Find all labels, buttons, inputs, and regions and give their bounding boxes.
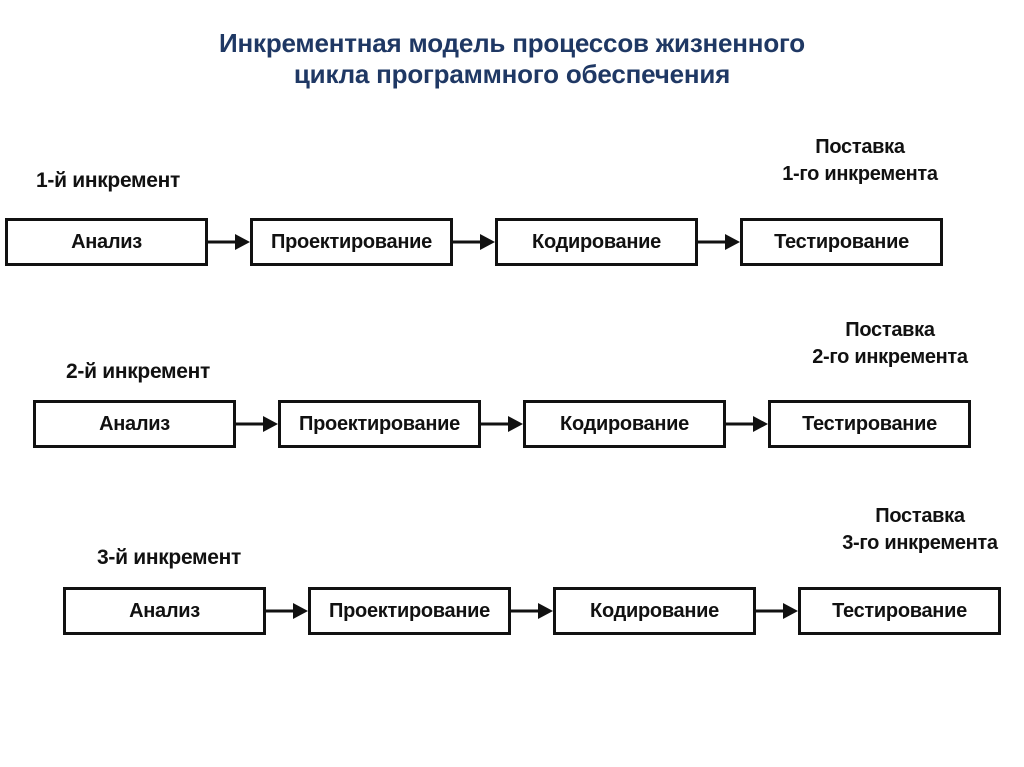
arrow-right-icon [511, 603, 553, 619]
delivery-1-label: Поставка 1-го инкремента [748, 134, 972, 188]
delivery-2-line-1: Поставка [845, 319, 935, 341]
arrow-right-icon [208, 234, 250, 250]
delivery-1-line-2: 1-го инкремента [782, 163, 938, 185]
flow-row-2: Анализ Проектирование Кодирование Тестир… [33, 400, 971, 448]
process-box-design: Проектирование [278, 400, 481, 448]
process-box-design: Проектирование [308, 587, 511, 635]
delivery-2-label: Поставка 2-го инкремента [778, 317, 1002, 371]
title-line-2: цикла программного обеспечения [293, 59, 731, 89]
process-box-testing: Тестирование [798, 587, 1001, 635]
page-title: Инкрементная модель процессов жизненного… [0, 28, 1024, 90]
process-box-coding: Кодирование [495, 218, 698, 266]
delivery-3-label: Поставка 3-го инкремента [808, 503, 1024, 557]
title-line-1: Инкрементная модель процессов жизненного [219, 28, 805, 58]
increment-1-label: 1-й инкремент [36, 169, 181, 192]
delivery-2-line-2: 2-го инкремента [812, 346, 968, 368]
arrow-right-icon [236, 416, 278, 432]
arrow-right-icon [726, 416, 768, 432]
delivery-3-line-1: Поставка [875, 505, 965, 527]
delivery-3-line-2: 3-го инкремента [842, 532, 998, 554]
arrow-right-icon [266, 603, 308, 619]
process-box-testing: Тестирование [740, 218, 943, 266]
process-box-analysis: Анализ [33, 400, 236, 448]
process-box-design: Проектирование [250, 218, 453, 266]
process-box-testing: Тестирование [768, 400, 971, 448]
increment-3-label: 3-й инкремент [97, 546, 242, 569]
arrow-right-icon [481, 416, 523, 432]
arrow-right-icon [453, 234, 495, 250]
increment-2-label: 2-й инкремент [66, 360, 211, 383]
arrow-right-icon [698, 234, 740, 250]
flow-row-3: Анализ Проектирование Кодирование Тестир… [63, 587, 1001, 635]
arrow-right-icon [756, 603, 798, 619]
process-box-analysis: Анализ [63, 587, 266, 635]
process-box-analysis: Анализ [5, 218, 208, 266]
process-box-coding: Кодирование [553, 587, 756, 635]
flow-row-1: Анализ Проектирование Кодирование Тестир… [5, 218, 943, 266]
process-box-coding: Кодирование [523, 400, 726, 448]
delivery-1-line-1: Поставка [815, 136, 905, 158]
